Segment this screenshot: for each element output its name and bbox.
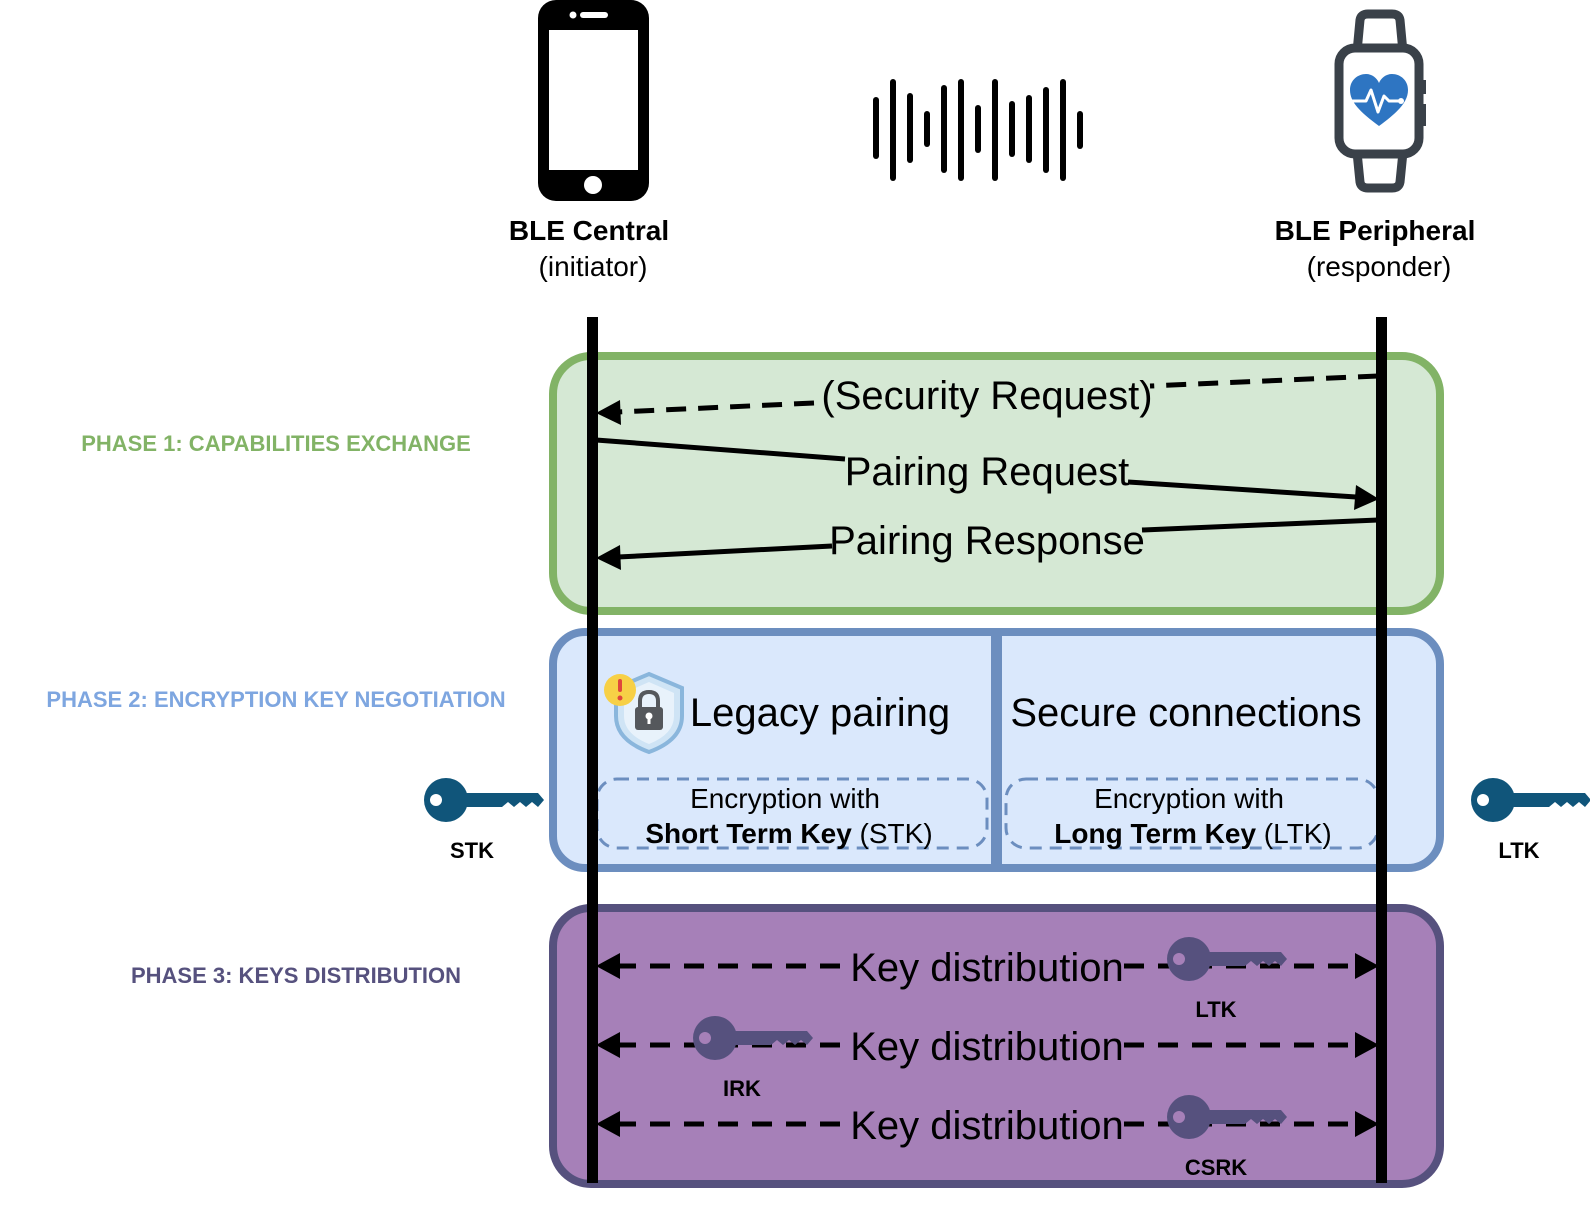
phase1-label: PHASE 1: CAPABILITIES EXCHANGE xyxy=(81,431,471,456)
pairing-response-label: Pairing Response xyxy=(829,519,1145,563)
central-device: BLE Central (initiator) xyxy=(509,0,669,282)
security-request-message: (Security Request) xyxy=(596,373,1379,425)
peripheral-lifeline xyxy=(1376,317,1387,1183)
smartwatch-heart-icon xyxy=(1334,9,1426,193)
phase2-divider xyxy=(991,636,1002,864)
pairing-request-message: Pairing Request xyxy=(595,437,1379,510)
key-distribution-label-1: Key distribution xyxy=(850,946,1123,990)
stk-bold-name: Short Term Key xyxy=(645,818,852,849)
irk-distribution-key-icon xyxy=(693,1016,813,1060)
ltk-distribution-key-label: LTK xyxy=(1195,997,1236,1022)
central-lifeline xyxy=(587,317,598,1183)
legacy-pairing-title: Legacy pairing xyxy=(690,691,950,735)
peripheral-role: (responder) xyxy=(1307,251,1452,282)
ltk-key-icon xyxy=(1471,778,1590,822)
pairing-request-label: Pairing Request xyxy=(845,450,1130,494)
key-distribution-label-2: Key distribution xyxy=(850,1025,1123,1069)
ltk-abbr: (LTK) xyxy=(1264,818,1332,849)
key-distribution-label-3: Key distribution xyxy=(850,1104,1123,1148)
ltk-key-label: LTK xyxy=(1498,838,1539,863)
ltk-encryption-box xyxy=(1004,777,1380,850)
ltk-encryption-line1: Encryption with xyxy=(1094,783,1284,814)
stk-key-icon xyxy=(424,778,544,822)
ltk-distribution-key-icon xyxy=(1167,937,1287,981)
peripheral-title: BLE Peripheral xyxy=(1275,215,1476,246)
csrk-distribution-key-label: CSRK xyxy=(1185,1155,1247,1180)
stk-abbr: (STK) xyxy=(860,818,933,849)
phase2-label: PHASE 2: ENCRYPTION KEY NEGOTIATION xyxy=(46,687,505,712)
pairing-response-message: Pairing Response xyxy=(596,517,1379,570)
ltk-bold-name: Long Term Key xyxy=(1054,818,1256,849)
stk-encryption-line1: Encryption with xyxy=(690,783,880,814)
central-title: BLE Central xyxy=(509,215,669,246)
ltk-encryption-line2: Long Term Key (LTK) xyxy=(1054,818,1331,849)
stk-encryption-line2: Short Term Key (STK) xyxy=(645,818,932,849)
sound-wave-icon xyxy=(873,79,1083,181)
shield-lock-warning-icon xyxy=(604,671,684,755)
secure-connections-title: Secure connections xyxy=(1010,691,1361,735)
central-role: (initiator) xyxy=(539,251,648,282)
peripheral-device: BLE Peripheral (responder) xyxy=(1275,9,1476,282)
stk-key-label: STK xyxy=(450,838,494,863)
irk-distribution-key-label: IRK xyxy=(723,1076,761,1101)
phase3-label: PHASE 3: KEYS DISTRIBUTION xyxy=(131,963,461,988)
csrk-distribution-key-icon xyxy=(1167,1095,1287,1139)
security-request-label: (Security Request) xyxy=(821,374,1152,418)
smartphone-icon xyxy=(538,0,649,201)
